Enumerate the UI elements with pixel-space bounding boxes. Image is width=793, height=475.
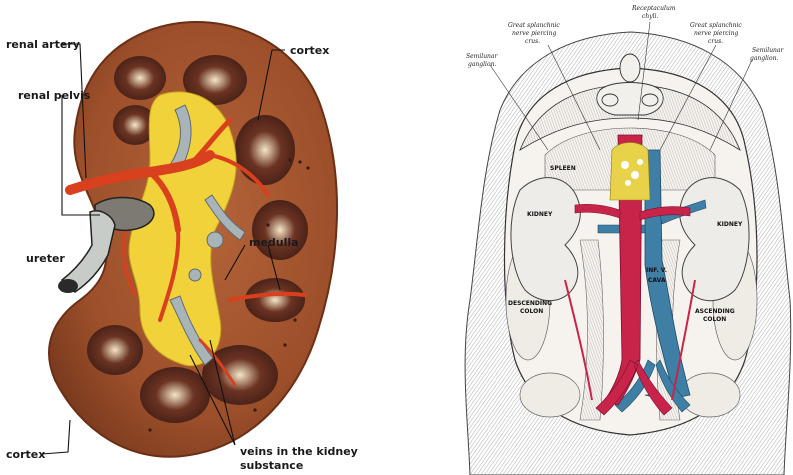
kidney-section-illustration: renal artery renal pelvis ureter cortex … <box>6 22 358 472</box>
label-cortex-top: cortex <box>290 44 329 57</box>
label-great-splanchnic-left: Great splanchnic <box>508 22 560 29</box>
label-kidney-left: KIDNEY <box>527 211 553 218</box>
label-crus-right: crus. <box>708 38 723 45</box>
coeliac-plexus <box>610 143 650 201</box>
label-cortex-bottom: cortex <box>6 448 45 461</box>
label-nerve-piercing-right: nerve piercing <box>694 30 738 37</box>
label-chyli: chyli. <box>642 13 658 20</box>
label-medulla: medulla <box>249 236 299 249</box>
label-receptaculum: Receptaculum <box>631 5 676 12</box>
label-ureter: ureter <box>26 252 65 265</box>
label-spleen: SPLEEN <box>550 165 576 172</box>
label-semilunar-right-1: Semilunar <box>752 47 784 54</box>
label-descending-colon-1: DESCENDING <box>508 300 552 307</box>
label-kidney-right: KIDNEY <box>717 221 743 228</box>
label-crus-left: crus. <box>525 38 540 45</box>
label-inf-vena-cava-2: CAVA <box>648 277 666 284</box>
abdomen-engraving: Receptaculum chyli. Great splanchnic ner… <box>465 5 791 475</box>
label-ascending-colon-2: COLON <box>703 316 726 323</box>
ureter-opening <box>58 279 78 293</box>
label-renal-artery: renal artery <box>6 38 80 51</box>
label-renal-pelvis: renal pelvis <box>18 89 91 102</box>
label-veins-line1: veins in the kidney <box>240 445 358 458</box>
label-descending-colon-2: COLON <box>520 308 543 315</box>
label-inf-vena-cava-1: INF. V. <box>646 267 667 274</box>
label-semilunar-left-1: Semilunar <box>466 53 498 60</box>
label-nerve-piercing-left: nerve piercing <box>512 30 556 37</box>
label-veins-line2: substance <box>240 459 303 472</box>
label-semilunar-left-2: ganglion. <box>468 61 496 68</box>
label-great-splanchnic-right: Great splanchnic <box>690 22 742 29</box>
label-ascending-colon-1: ASCENDING <box>695 308 735 315</box>
label-semilunar-right-2: ganglion. <box>750 55 778 62</box>
